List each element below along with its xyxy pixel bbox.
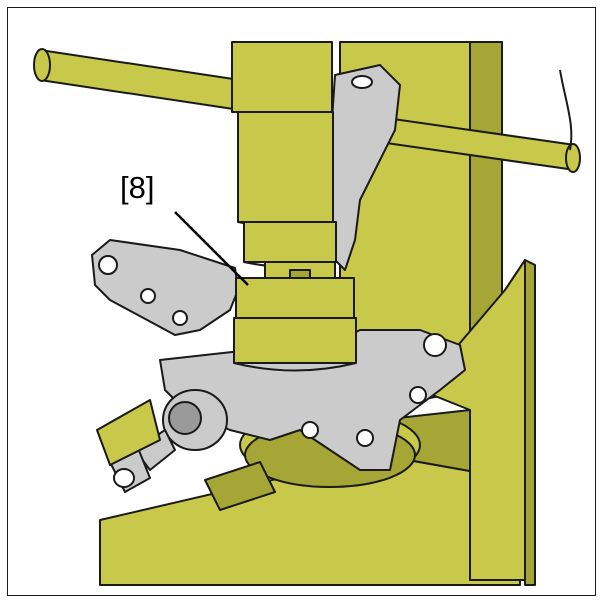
- callout-label: [8]: [120, 170, 154, 205]
- callout-leader-line: [174, 211, 249, 286]
- hydraulic-press-ram: [231, 41, 357, 372]
- support-block: [96, 399, 276, 511]
